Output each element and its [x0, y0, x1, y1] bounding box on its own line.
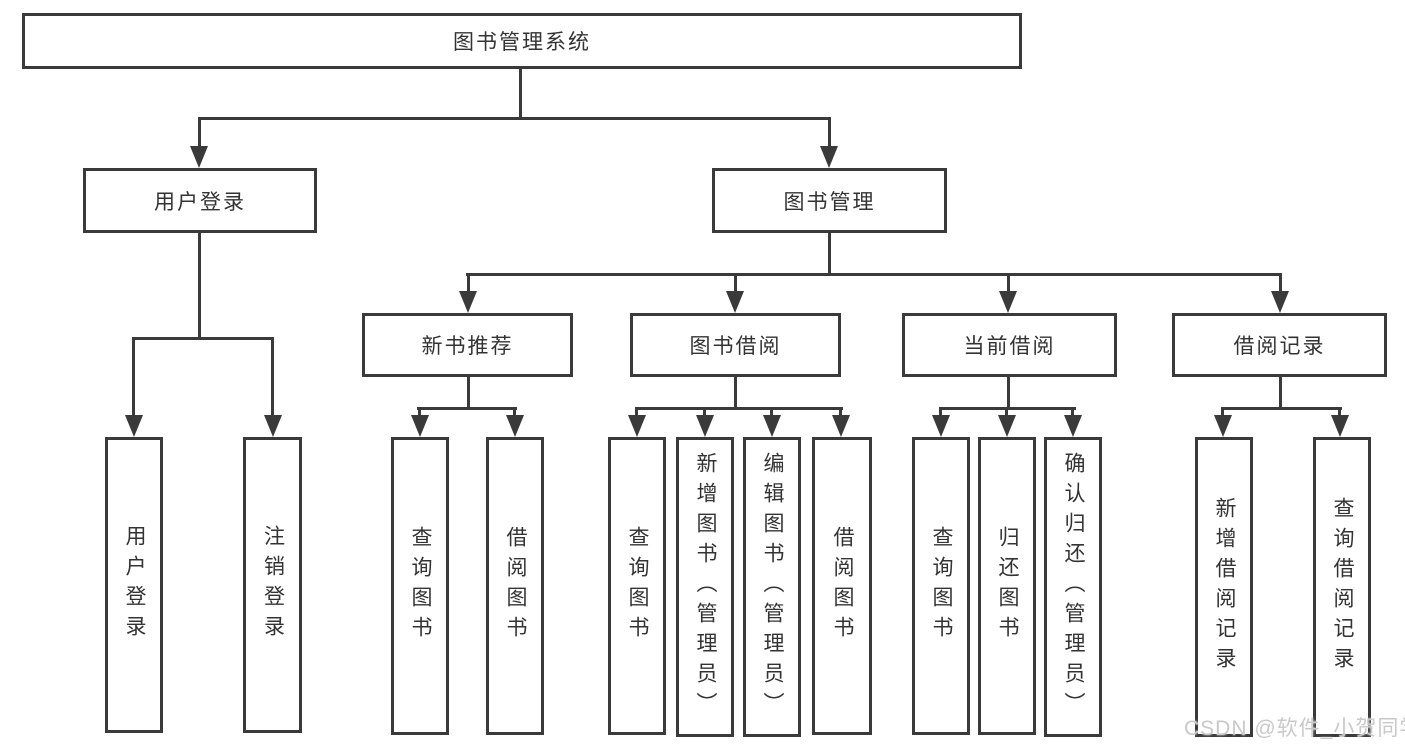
connector-to-leaf — [703, 407, 706, 419]
connector-level2-rail — [466, 273, 1282, 276]
leaf-borrow-books-recommend: 借阅图书 — [486, 437, 544, 735]
node-book-borrowing: 图书借阅 — [630, 313, 841, 377]
connector-rail — [1221, 407, 1342, 410]
arrow-down-icon — [1271, 291, 1289, 313]
connector-to-leaf — [132, 337, 135, 417]
connector-to-user-login — [198, 117, 201, 148]
leaf-add-borrow-record: 新增借阅记录 — [1195, 437, 1253, 737]
leaf-query-books-current: 查询图书 — [912, 437, 970, 735]
connector-user-login-trunk — [198, 233, 201, 339]
connector-to-leaf — [513, 407, 516, 419]
leaf-add-books-admin: 新增图书（管理员） — [676, 437, 734, 737]
node-new-book-recommendation: 新书推荐 — [362, 313, 573, 377]
arrow-down-icon — [1331, 415, 1349, 437]
leaf-confirm-return-admin: 确认归还（管理员） — [1044, 437, 1102, 737]
leaf-query-books-recommend: 查询图书 — [391, 437, 449, 735]
connector-to-leaf — [1338, 407, 1341, 419]
leaf-logout-login: 注销登录 — [243, 437, 302, 733]
leaf-return-books: 归还图书 — [978, 437, 1036, 735]
connector-trunk — [1007, 377, 1010, 410]
arrow-down-icon — [1214, 415, 1232, 437]
connector-trunk — [1279, 377, 1282, 410]
connector-to-current-borrow — [1007, 273, 1010, 293]
connector-user-login-rail — [132, 337, 274, 340]
connector-to-leaf — [1005, 407, 1008, 419]
node-borrowing-records: 借阅记录 — [1172, 313, 1387, 377]
leaf-borrow-books: 借阅图书 — [812, 437, 872, 735]
arrow-down-icon — [1064, 415, 1082, 437]
connector-to-leaf — [271, 337, 274, 417]
arrow-down-icon — [832, 415, 850, 437]
arrow-down-icon — [190, 146, 208, 168]
connector-rail — [417, 407, 517, 410]
arrow-down-icon — [763, 415, 781, 437]
arrow-down-icon — [506, 415, 524, 437]
leaf-query-borrow-record: 查询借阅记录 — [1313, 437, 1371, 737]
connector-to-book-management — [828, 117, 831, 148]
connector-to-leaf — [839, 407, 842, 419]
node-book-management: 图书管理 — [712, 168, 947, 233]
connector-to-leaf — [1071, 407, 1074, 419]
leaf-user-login: 用户登录 — [105, 437, 163, 733]
connector-trunk — [734, 377, 737, 410]
arrow-down-icon — [932, 415, 950, 437]
arrow-down-icon — [696, 415, 714, 437]
arrow-down-icon — [998, 415, 1016, 437]
arrow-down-icon — [628, 415, 646, 437]
connector-to-new-book — [467, 273, 470, 293]
arrow-down-icon — [999, 291, 1017, 313]
arrow-down-icon — [459, 291, 477, 313]
connector-to-leaf — [635, 407, 638, 419]
arrow-down-icon — [411, 415, 429, 437]
node-library-system: 图书管理系统 — [22, 13, 1022, 69]
connector-to-borrow-records — [1279, 273, 1282, 293]
csdn-watermark: CSDN @软件_小贺同学 — [1184, 717, 1405, 740]
node-user-login: 用户登录 — [83, 168, 317, 233]
leaf-query-books-borrow: 查询图书 — [608, 437, 666, 735]
arrow-down-icon — [726, 291, 744, 313]
arrow-down-icon — [820, 146, 838, 168]
connector-level1-rail — [198, 117, 831, 120]
connector-trunk — [467, 377, 470, 410]
arrow-down-icon — [264, 415, 282, 437]
connector-to-leaf — [418, 407, 421, 419]
connector-to-leaf — [770, 407, 773, 419]
arrow-down-icon — [125, 415, 143, 437]
leaf-edit-books-admin: 编辑图书（管理员） — [743, 437, 801, 737]
connector-to-leaf — [1221, 407, 1224, 419]
connector-to-leaf — [939, 407, 942, 419]
connector-to-book-borrow — [734, 273, 737, 293]
node-current-borrowing: 当前借阅 — [902, 313, 1117, 377]
connector-rail — [636, 407, 843, 410]
connector-root-trunk — [519, 69, 522, 119]
connector-book-mgmt-trunk — [828, 233, 831, 276]
